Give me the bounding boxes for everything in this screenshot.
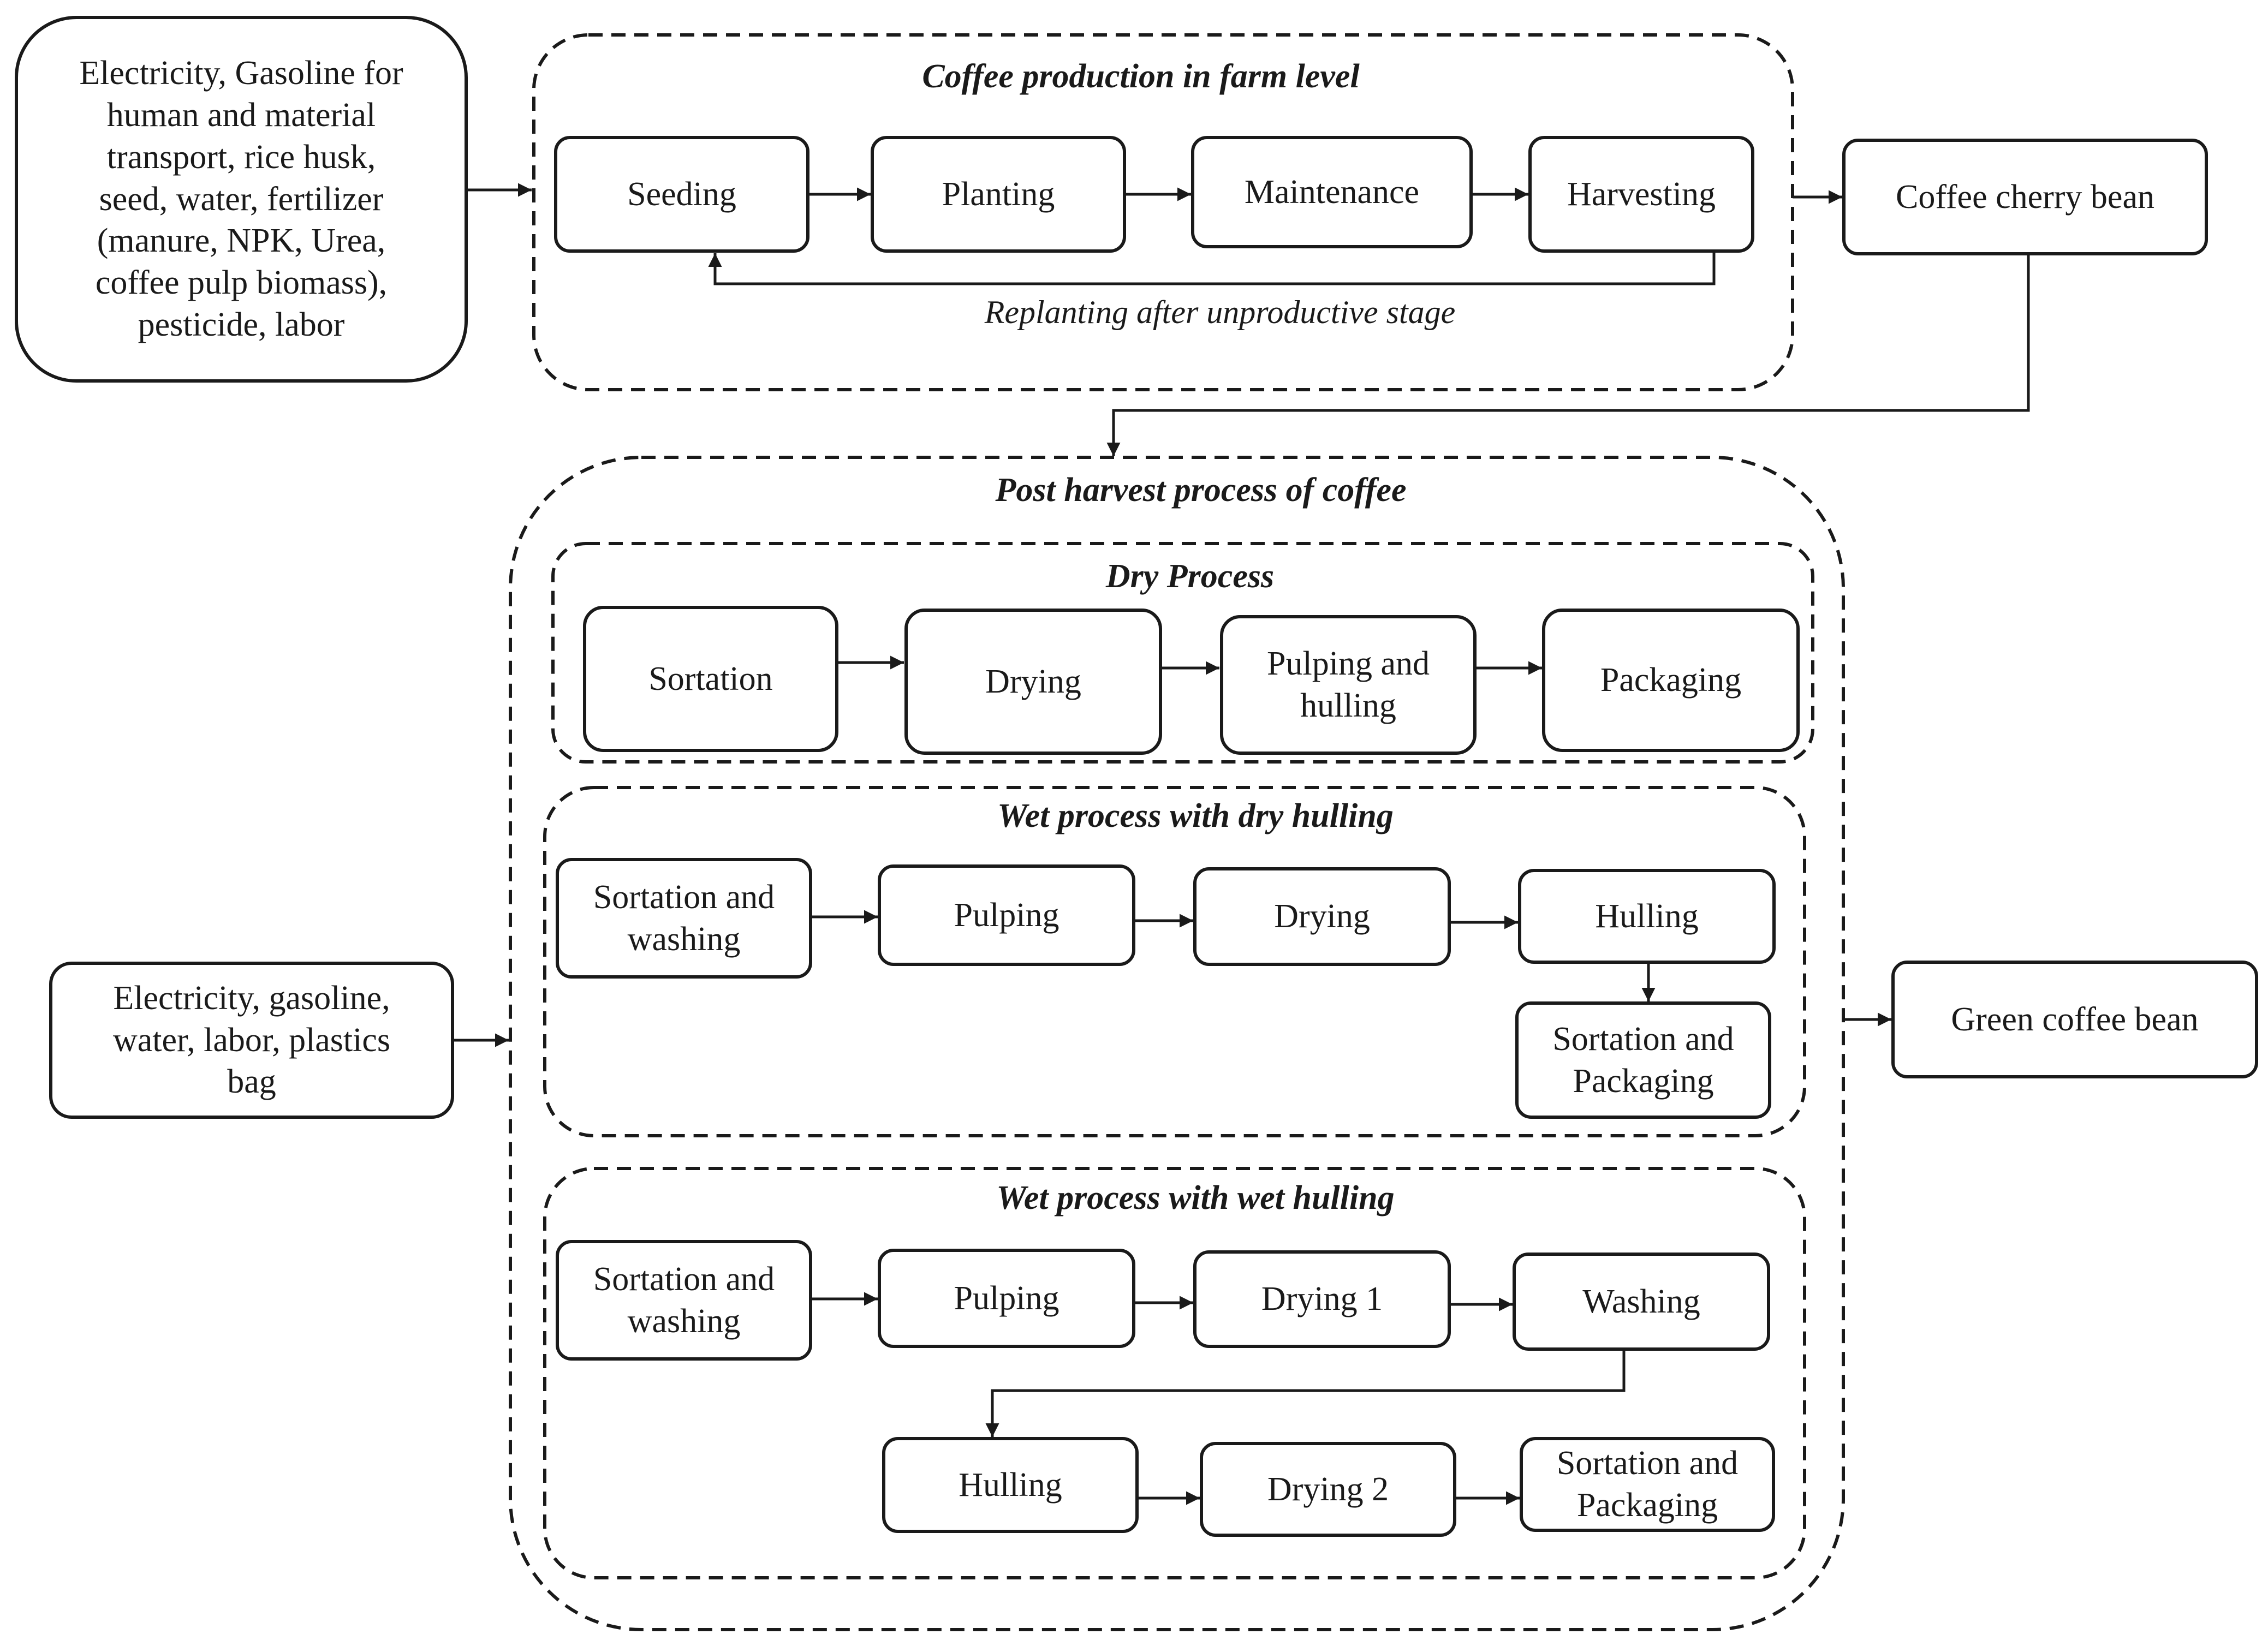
post-harvest-title: Post harvest process of coffee — [995, 471, 1407, 509]
wd-hulling-box — [1518, 869, 1776, 964]
ww-hulling-label: Hulling — [959, 1466, 1062, 1504]
ww-washing-label: Washing — [1582, 1283, 1700, 1320]
dry-drying-label: Drying — [985, 663, 1081, 700]
post-harvest-group-frame — [509, 456, 1845, 1631]
ww-drying2-label: Drying 2 — [1267, 1470, 1389, 1508]
ww-drying1-label: Drying 1 — [1261, 1280, 1383, 1318]
farm-group-frame — [532, 33, 1794, 391]
arrow-ww-washing-to-hulling — [985, 1349, 1626, 1437]
dry-pulping-hulling-box — [1220, 615, 1477, 755]
dry-pulping-hulling-label: Pulping and hulling — [1267, 645, 1430, 724]
ww-drying2-box — [1200, 1442, 1456, 1537]
dry-packaging-box — [1542, 609, 1800, 752]
dry-sortation-label: Sortation — [648, 660, 773, 697]
dry-packaging-label: Packaging — [1600, 661, 1742, 699]
post-inputs-label: Electricity, gasoline, water, labor, pla… — [112, 979, 391, 1101]
ww-drying1-box — [1193, 1250, 1451, 1348]
wd-drying-box — [1193, 867, 1451, 966]
harvesting-label: Harvesting — [1567, 175, 1716, 213]
arrow-replanting-loop — [708, 251, 1716, 285]
replanting-note: Replanting after unproductive stage — [984, 294, 1456, 330]
harvesting-box — [1528, 136, 1754, 253]
dry-process-title: Dry Process — [1105, 557, 1275, 595]
ww-washing-box — [1513, 1253, 1770, 1351]
farm-group-title: Coffee production in farm level — [922, 57, 1360, 95]
dry-process-frame — [551, 542, 1814, 764]
wet-wet-hulling-title: Wet process with wet hulling — [996, 1179, 1395, 1216]
wd-hulling-label: Hulling — [1595, 897, 1699, 935]
ww-sortation-packaging-box — [1520, 1437, 1775, 1532]
ww-sortation-washing-label: Sortation and washing — [593, 1260, 775, 1340]
wd-sortation-washing-label: Sortation and washing — [593, 878, 775, 958]
maintenance-box — [1191, 136, 1473, 248]
planting-label: Planting — [942, 175, 1055, 213]
wd-pulping-label: Pulping — [954, 896, 1059, 934]
ww-sortation-packaging-label: Sortation and Packaging — [1556, 1445, 1739, 1524]
dry-drying-box — [904, 609, 1162, 755]
cherry-output-box — [1842, 139, 2208, 255]
seeding-label: Seeding — [627, 175, 736, 213]
green-output-label: Green coffee bean — [1951, 1000, 2199, 1038]
arrow-cherry-to-post-harvest — [1106, 254, 2030, 456]
green-output-box — [1891, 961, 2258, 1078]
maintenance-label: Maintenance — [1244, 173, 1420, 211]
ww-pulping-box — [878, 1249, 1135, 1348]
ww-hulling-box — [882, 1437, 1139, 1533]
wet-dry-hulling-title: Wet process with dry hulling — [997, 797, 1394, 834]
cherry-output-label: Coffee cherry bean — [1896, 178, 2154, 216]
farm-inputs-box — [15, 16, 468, 383]
wd-sortation-packaging-box — [1515, 1001, 1771, 1119]
dry-sortation-box — [583, 606, 838, 752]
wd-sortation-packaging-label: Sortation and Packaging — [1552, 1020, 1734, 1100]
ww-pulping-label: Pulping — [954, 1279, 1059, 1317]
wd-drying-label: Drying — [1274, 898, 1370, 935]
wet-wet-hulling-frame — [543, 1167, 1806, 1579]
farm-inputs-label: Electricity, Gasoline for human and mate… — [79, 54, 403, 344]
wd-pulping-box — [878, 864, 1135, 966]
wet-dry-hulling-frame — [543, 786, 1806, 1137]
